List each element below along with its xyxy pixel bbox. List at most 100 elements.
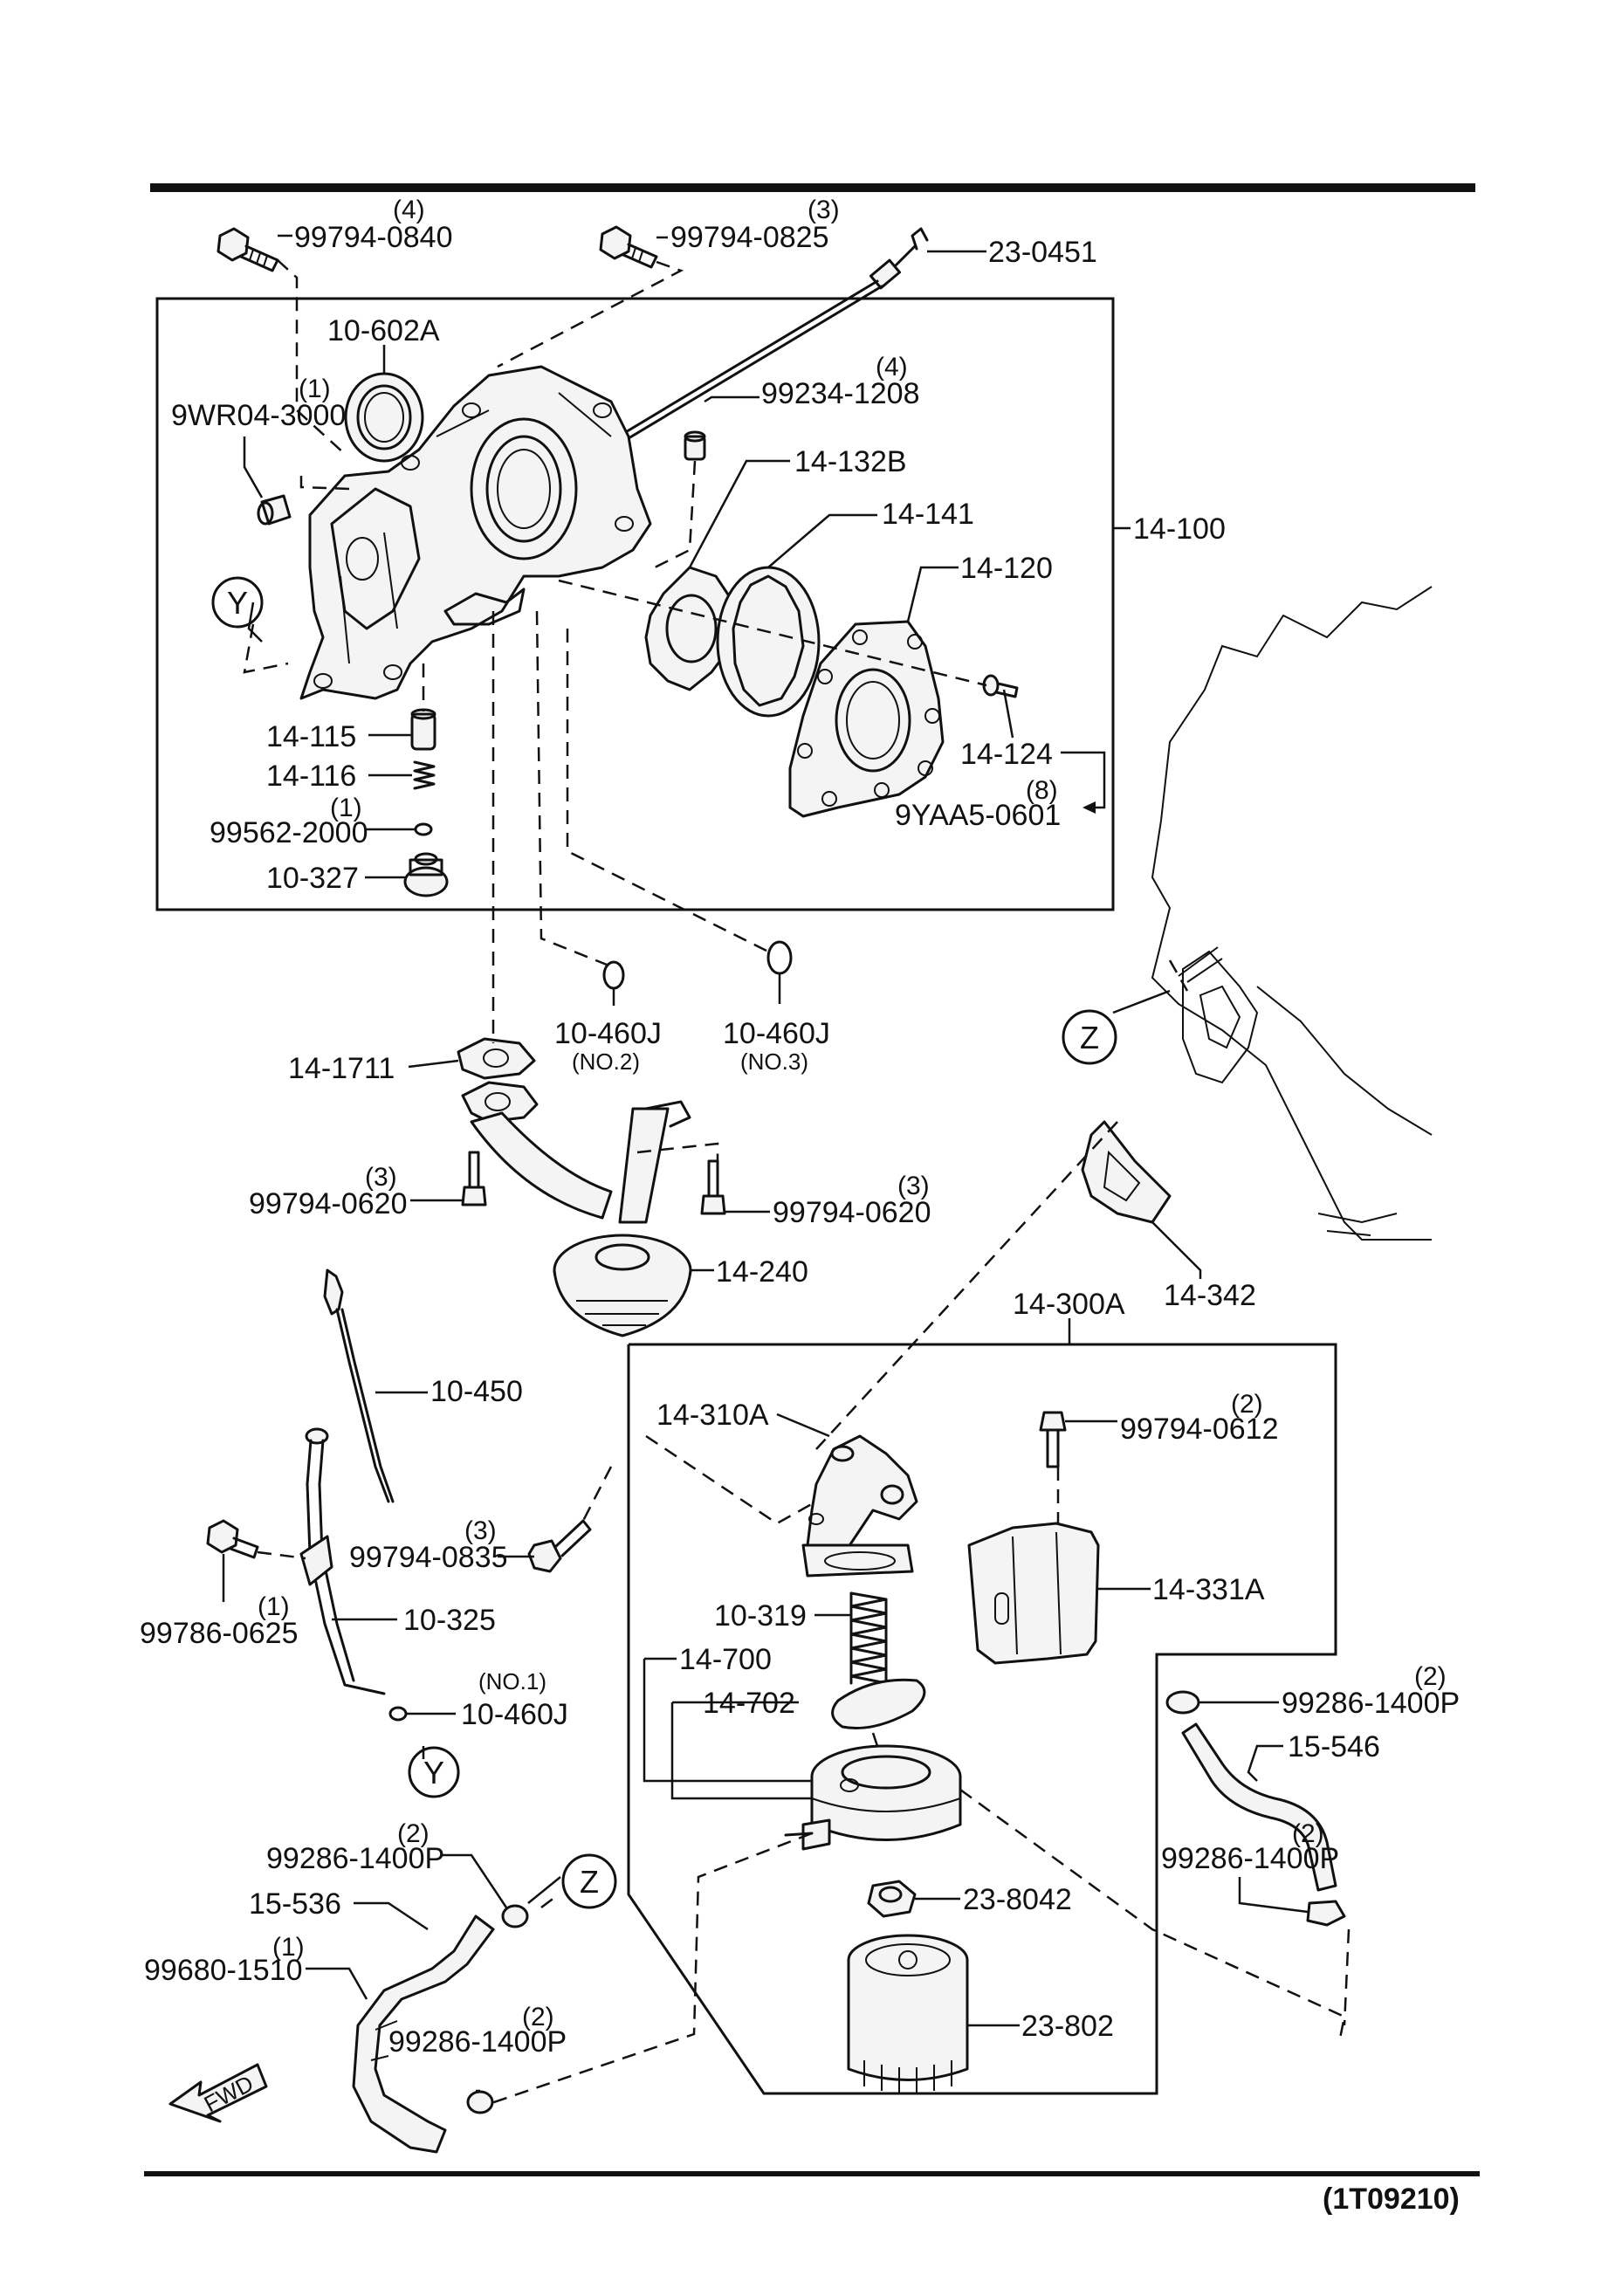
label-9YAA5-0601: 9YAA5-0601 — [895, 799, 1061, 832]
spring-10-319-icon — [849, 1591, 888, 1685]
oil-pump-assembly-box — [155, 297, 1115, 911]
label-10-450: 10-450 — [430, 1375, 523, 1408]
bolt-99794-0840-icon — [216, 227, 279, 272]
engine-block-outline — [1151, 586, 1433, 1241]
qty-99286-1400P-r2: (2) — [1292, 1819, 1324, 1848]
pump-cover-14-120-icon — [788, 620, 945, 818]
label-9WR04-3000: 9WR04-3000 — [171, 399, 346, 432]
oil-level-rod-icon — [609, 227, 929, 448]
fwd-arrow-icon: FWD — [168, 2063, 268, 2123]
oil-level-tube-10-325-icon — [299, 1427, 386, 1695]
label-14-342: 14-342 — [1164, 1279, 1256, 1312]
label-99794-0620-right: 99794-0620 — [773, 1196, 931, 1229]
svg-text:Z: Z — [580, 1864, 599, 1900]
qty-99786-0625: (1) — [258, 1592, 290, 1621]
callout-z-hose: Z — [561, 1853, 617, 1909]
oil-seal-10-602A-icon — [344, 372, 424, 463]
dipstick-10-450-icon — [323, 1268, 395, 1503]
label-99794-0840: 99794-0840 — [294, 221, 453, 254]
qty-99286-1400P-l1: (2) — [397, 1819, 430, 1848]
oil-pump-body-icon — [299, 365, 652, 700]
washer-99562-2000-icon — [414, 822, 433, 836]
callout-y-bottom: Y — [408, 1746, 460, 1798]
plunger-14-115-icon — [410, 708, 436, 751]
label-14-702: 14-702 — [703, 1687, 795, 1720]
qty-9YAA5-0601: (8) — [1026, 776, 1058, 805]
o-ring-no2-icon — [602, 960, 625, 990]
qty-9WR04-3000: (1) — [299, 375, 331, 403]
bolt-99794-0620-left-icon — [461, 1151, 487, 1206]
alignment-lines — [243, 259, 1351, 2106]
plug-9WR04-3000-icon — [257, 494, 292, 526]
qty-99234-1208: (4) — [876, 353, 908, 382]
oil-filter-23-802-icon — [847, 1934, 969, 2093]
oil-cooler-14-700-icon — [784, 1744, 962, 1851]
label-10-602A: 10-602A — [327, 314, 440, 347]
label-14-115: 14-115 — [266, 720, 356, 753]
label-14-1711: 14-1711 — [288, 1052, 395, 1085]
bolt-99786-0625-icon — [206, 1519, 259, 1559]
plug-10-327-icon — [403, 852, 449, 897]
label-10-460J-no1: 10-460J — [461, 1698, 568, 1731]
label-10-319: 10-319 — [714, 1599, 807, 1633]
note-10-460J-no1: (NO.1) — [478, 1668, 546, 1695]
label-99562-2000: 99562-2000 — [210, 816, 368, 849]
label-14-700: 14-700 — [679, 1643, 772, 1676]
knock-pin-99234-1208-icon — [684, 430, 706, 461]
label-14-300A: 14-300A — [1013, 1288, 1125, 1321]
bolt-99794-0620-right-icon — [700, 1159, 726, 1215]
oil-filter-assembly-box — [627, 1343, 1337, 2095]
gasket-14-1711-icon — [457, 1037, 536, 1080]
reference-code: (1T09210) — [1323, 2183, 1460, 2216]
qty-99286-1400P-l2: (2) — [522, 2003, 554, 2031]
gasket-14-342-icon — [1081, 1120, 1172, 1224]
label-23-802: 23-802 — [1021, 2010, 1114, 2043]
inner-rotor-14-132B-icon — [644, 566, 739, 691]
label-14-120: 14-120 — [960, 552, 1053, 585]
screw-14-124-icon — [982, 674, 1019, 698]
label-14-141: 14-141 — [882, 498, 974, 531]
label-99234-1208: 99234-1208 — [761, 377, 920, 410]
label-99794-0825: 99794-0825 — [670, 221, 829, 254]
bolt-99794-0835-icon — [527, 1519, 592, 1573]
insulator-14-331A-icon — [967, 1522, 1100, 1665]
gasket-14-702-icon — [831, 1678, 926, 1730]
label-10-325: 10-325 — [403, 1604, 496, 1637]
nut-23-8042-icon — [867, 1880, 917, 1918]
qty-99794-0620-right: (3) — [897, 1172, 930, 1200]
label-15-536: 15-536 — [249, 1887, 341, 1921]
label-14-240: 14-240 — [716, 1255, 808, 1289]
label-14-331A: 14-331A — [1152, 1573, 1265, 1606]
svg-text:Y: Y — [227, 585, 248, 621]
label-99794-0620-left: 99794-0620 — [249, 1187, 408, 1220]
label-99786-0625: 99786-0625 — [140, 1617, 299, 1650]
note-10-460J-no3: (NO.3) — [740, 1048, 808, 1075]
o-ring-no3-icon — [766, 940, 793, 975]
label-10-327: 10-327 — [266, 862, 359, 895]
top-rule — [150, 183, 1475, 192]
o-ring-no1-icon — [388, 1706, 408, 1722]
hose-15-546-icon — [1165, 1690, 1346, 1927]
label-99680-1510: 99680-1510 — [144, 1954, 303, 1987]
note-10-460J-no2: (NO.2) — [572, 1048, 640, 1075]
bolt-99794-0825-icon — [599, 225, 658, 269]
oil-strainer-14-240-icon — [461, 1081, 692, 1337]
bottom-rule — [144, 2171, 1480, 2176]
fwd-label: FWD — [200, 2070, 258, 2117]
qty-99794-0835: (3) — [464, 1516, 497, 1545]
leader-lines — [222, 234, 1309, 2093]
spring-14-116-icon — [413, 760, 436, 790]
label-14-124: 14-124 — [960, 738, 1053, 771]
qty-99680-1510: (1) — [272, 1933, 305, 1962]
label-23-0451: 23-0451 — [988, 236, 1097, 269]
callout-y-top: Y — [211, 576, 264, 629]
qty-99794-0620-left: (3) — [365, 1163, 397, 1192]
label-14-116: 14-116 — [266, 760, 356, 793]
qty-99286-1400P-r1: (2) — [1414, 1662, 1447, 1691]
qty-99794-0612: (2) — [1231, 1390, 1263, 1419]
callout-z-engine: Z — [1062, 1009, 1117, 1065]
label-14-310A: 14-310A — [656, 1399, 769, 1432]
svg-text:Z: Z — [1080, 1020, 1099, 1055]
svg-text:Y: Y — [423, 1755, 444, 1791]
